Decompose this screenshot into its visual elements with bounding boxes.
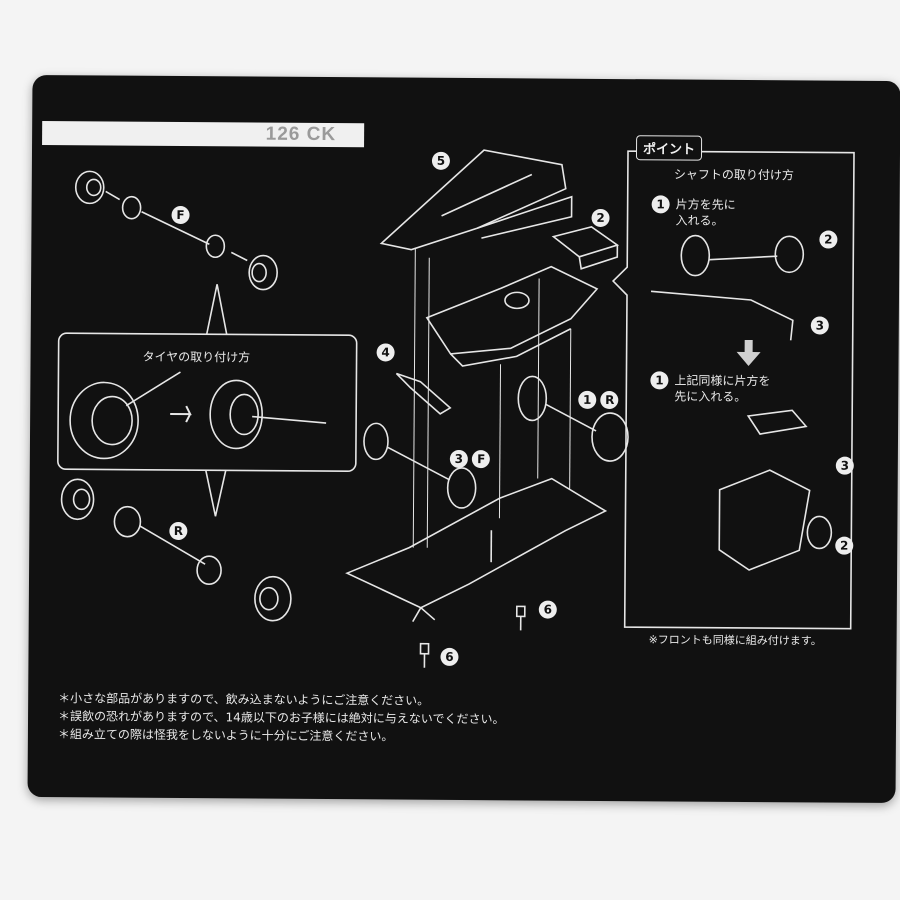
callout-5: 5: [431, 151, 451, 170]
callout-4: 4: [376, 343, 395, 362]
tire-inset-box: [57, 332, 358, 472]
callout-point-3a: 3: [810, 316, 829, 335]
callout-1r: 1 R: [578, 390, 619, 410]
callout-f: F: [171, 205, 190, 225]
warning-line: ＊組み立ての際は怪我をしないように十分にご注意ください。: [57, 727, 394, 744]
callout-2: 2: [591, 208, 610, 228]
step1b-line1: 上記同様に片方を: [674, 373, 771, 389]
part-four: [395, 372, 452, 415]
callout-3f: 3 F: [449, 449, 491, 469]
rear-wheel-assembly: [60, 478, 292, 622]
callout-point-2b: 2: [835, 536, 854, 555]
chassis-top: [425, 265, 599, 367]
body-shell: [379, 149, 573, 251]
assembly-diagram: [57, 149, 855, 668]
screw-icon: [419, 605, 526, 668]
callout-r: R: [169, 521, 188, 541]
step1a-line2: 入れる。: [675, 213, 724, 228]
instruction-card: 126 CK: [27, 74, 900, 804]
tire-install-label: タイヤの取り付け方: [142, 349, 251, 365]
step1b-line2: 先に入れる。: [674, 389, 747, 404]
front-wheel-right: [446, 467, 477, 509]
point-panel: [611, 150, 855, 630]
callout-6-right: 6: [538, 600, 557, 619]
tire-left: [69, 381, 139, 460]
callout-6-left: 6: [440, 647, 459, 666]
tire-right: [209, 379, 263, 450]
front-note: ※フロントも同様に組み付けます。: [648, 633, 822, 648]
chassis-base: [345, 477, 608, 623]
front-wheel-assembly: [74, 170, 278, 291]
callout-point-3b: 3: [835, 456, 854, 475]
front-wheel-left: [363, 422, 389, 461]
warning-notes: ＊小さな部品がありますので、飲み込まないようにご注意ください。 ＊誤飲の恐れがあ…: [58, 689, 505, 746]
callout-point-1b: 1: [650, 371, 669, 390]
callout-point-2a: 2: [819, 230, 838, 249]
point-badge: ポイント: [635, 135, 703, 161]
rear-wheel-right: [591, 412, 629, 462]
shaft-install-label: シャフトの取り付け方: [673, 167, 794, 183]
rear-wheel-left: [517, 375, 548, 422]
step1a-line1: 片方を先に: [675, 197, 736, 212]
rear-wing: [551, 226, 620, 270]
callout-point-1a: 1: [651, 195, 670, 214]
